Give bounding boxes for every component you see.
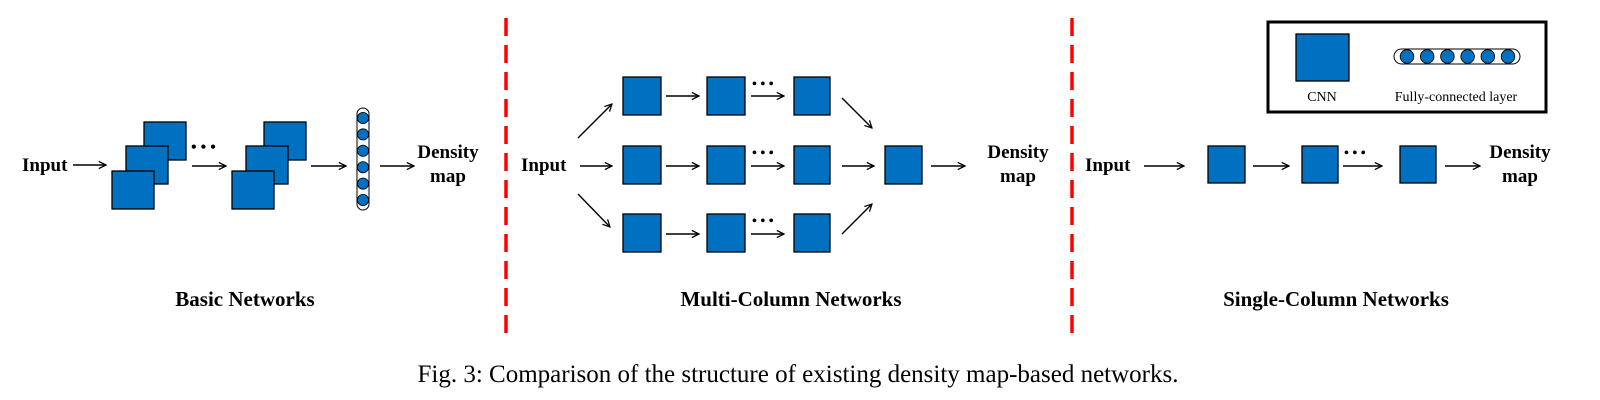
basic-input-label: Input bbox=[22, 155, 68, 176]
fc-node bbox=[356, 112, 369, 125]
ellipsis-icon: • • • bbox=[752, 214, 774, 229]
basic-section-title: Basic Networks bbox=[175, 287, 314, 311]
cnn-stack-1 bbox=[111, 121, 187, 210]
fc-node bbox=[356, 193, 369, 206]
fc-node bbox=[356, 161, 369, 174]
basic-networks-diagram: Input • • • Density map Basic Networks bbox=[22, 107, 479, 311]
basic-output-label-line2: map bbox=[430, 166, 466, 187]
column-1: • • • bbox=[622, 76, 831, 116]
ellipsis-icon: • • • bbox=[1344, 146, 1366, 161]
cnn-block bbox=[706, 145, 746, 185]
multi-input-label: Input bbox=[521, 155, 567, 176]
legend-fc-label: Fully-connected layer bbox=[1395, 90, 1518, 105]
legend-cnn-label: CNN bbox=[1307, 90, 1337, 105]
legend-cnn-block bbox=[1295, 33, 1350, 82]
single-column-networks-diagram: Input • • • Density map Single-Column Ne… bbox=[1085, 142, 1551, 311]
fc-node bbox=[356, 177, 369, 190]
multi-output-label-line1: Density bbox=[987, 142, 1049, 163]
arrow-icon bbox=[577, 193, 610, 227]
figure-caption: Fig. 3: Comparison of the structure of e… bbox=[418, 361, 1179, 388]
fc-node bbox=[1480, 49, 1496, 64]
single-input-label: Input bbox=[1085, 155, 1131, 176]
cnn-block bbox=[622, 213, 662, 253]
single-output-label-line1: Density bbox=[1489, 142, 1551, 163]
arrow-icon bbox=[577, 104, 612, 139]
ellipsis-icon: • • • bbox=[752, 77, 774, 92]
column-3: • • • bbox=[622, 213, 831, 253]
cnn-block bbox=[793, 76, 831, 116]
cnn-block bbox=[622, 76, 662, 116]
multi-column-networks-diagram: Input • • • • • • • • • bbox=[521, 76, 1049, 311]
fc-node bbox=[1460, 49, 1475, 64]
fc-node bbox=[356, 128, 369, 141]
cnn-block bbox=[231, 170, 275, 210]
arrow-icon bbox=[841, 204, 872, 235]
ellipsis-icon: • • • bbox=[191, 139, 216, 156]
fully-connected-layer-vertical bbox=[356, 107, 370, 211]
fc-node bbox=[1419, 49, 1435, 64]
cnn-block bbox=[793, 213, 831, 253]
cnn-block bbox=[706, 76, 746, 116]
cnn-stack-2 bbox=[231, 121, 307, 210]
column-2: • • • bbox=[622, 145, 831, 185]
cnn-block bbox=[706, 213, 746, 253]
single-section-title: Single-Column Networks bbox=[1223, 287, 1449, 311]
ellipsis-icon: • • • bbox=[752, 146, 774, 161]
legend: CNN Fully-connected layer bbox=[1266, 20, 1548, 114]
cnn-block bbox=[622, 145, 662, 185]
fc-node bbox=[356, 144, 369, 157]
cnn-block bbox=[1399, 145, 1437, 184]
arrow-icon bbox=[841, 97, 872, 128]
multi-section-title: Multi-Column Networks bbox=[680, 287, 901, 311]
cnn-block bbox=[1207, 145, 1246, 184]
merge-cnn-block bbox=[884, 145, 923, 185]
cnn-block bbox=[1301, 145, 1339, 184]
fc-node bbox=[1399, 49, 1415, 64]
cnn-block bbox=[111, 170, 155, 210]
single-output-label-line2: map bbox=[1502, 166, 1538, 187]
fc-node bbox=[1440, 49, 1455, 64]
fc-node bbox=[1500, 49, 1516, 64]
cnn-block bbox=[793, 145, 831, 185]
multi-output-label-line2: map bbox=[1000, 166, 1036, 187]
basic-output-label-line1: Density bbox=[417, 142, 479, 163]
legend-fully-connected-layer bbox=[1393, 48, 1521, 65]
